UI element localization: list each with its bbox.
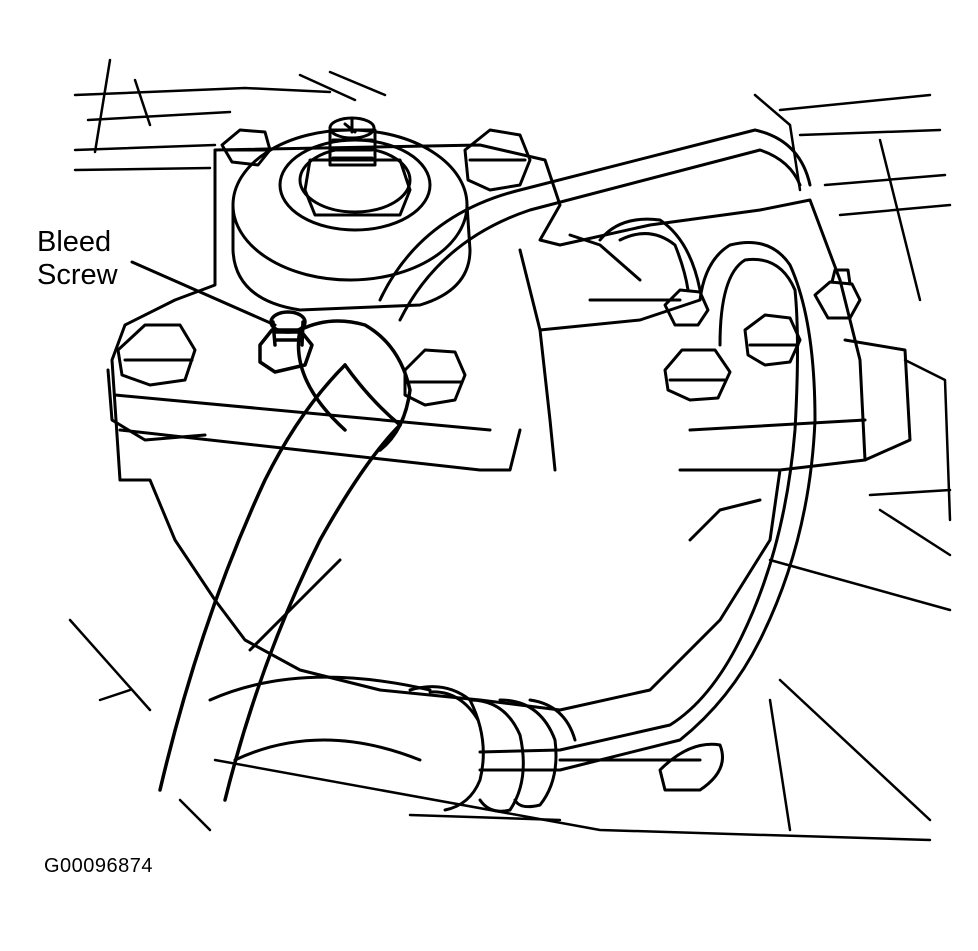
gear-housing [110, 143, 912, 712]
bolt-top-left [220, 128, 272, 167]
bolt-top-right [463, 128, 532, 192]
bolt-center [403, 348, 467, 407]
bolt-right-a [663, 288, 732, 402]
background-frame-lines [68, 58, 952, 842]
lower-hose-fitting [208, 675, 724, 813]
bolt-left [106, 323, 207, 442]
adjuster-cover [231, 116, 472, 312]
callout-leader-line [130, 260, 277, 327]
housing-bolts [106, 128, 862, 442]
bleed-screw-label-line2: Screw [37, 259, 118, 291]
bolt-far-right [813, 268, 862, 320]
pressure-line-tube [378, 128, 817, 772]
bleed-screw-label-line1: Bleed [37, 226, 112, 258]
return-hose [158, 319, 412, 802]
bolt-right-b [743, 313, 802, 367]
figure-id: G00096874 [44, 855, 154, 877]
